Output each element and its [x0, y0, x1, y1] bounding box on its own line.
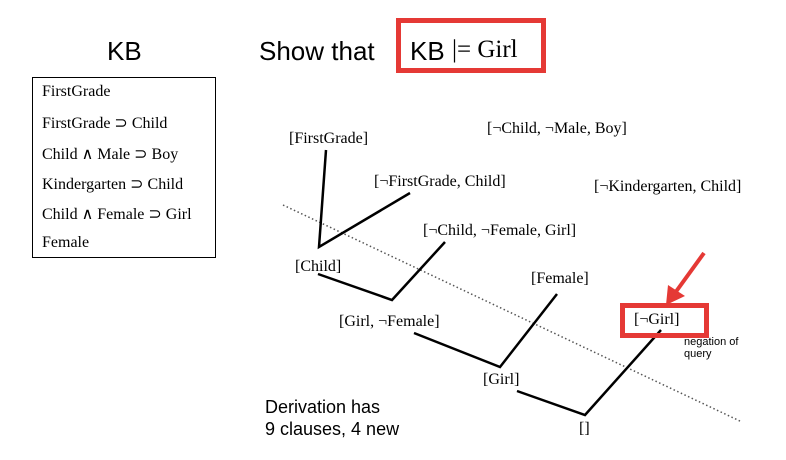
goal-entails-label: |= Girl: [452, 36, 518, 63]
show-that-label: Show that: [259, 36, 375, 66]
goal-kb-label: KB: [410, 36, 445, 66]
kb-clause: Female: [42, 234, 90, 251]
resolution-edge-girl: [413, 293, 558, 369]
kb-clause: Kindergarten ⊃ Child: [42, 176, 184, 193]
arrow-shaft: [673, 251, 706, 295]
kb-box: FirstGrade FirstGrade ⊃ Child Child ∧ Ma…: [32, 77, 216, 258]
derivation-line-2: 9 clauses, 4 new: [265, 419, 400, 439]
kb-title: KB: [107, 36, 142, 66]
resolution-edge-child: [317, 149, 411, 250]
dotted-separator-line: [282, 204, 743, 423]
negation-note: negation of query: [684, 336, 739, 360]
clause-first-grade: [FirstGrade]: [289, 130, 369, 147]
clause-girl: [Girl]: [483, 371, 520, 388]
arrow-head-icon: [666, 285, 685, 305]
clause-child: [Child]: [295, 258, 342, 275]
kb-clause: FirstGrade ⊃ Child: [42, 115, 168, 132]
clause-girl-not-female: [Girl, ¬Female]: [339, 313, 440, 330]
clause-empty: []: [579, 420, 590, 437]
clause-not-child-female-girl: [¬Child, ¬Female, Girl]: [423, 222, 577, 239]
clause-not-firstgrade-child: [¬FirstGrade, Child]: [374, 173, 506, 190]
clause-not-kindergarten-child: [¬Kindergarten, Child]: [594, 178, 742, 195]
clause-not-child-male-boy: [¬Child, ¬Male, Boy]: [487, 120, 627, 137]
derivation-note: Derivation has 9 clauses, 4 new: [265, 396, 399, 440]
derivation-line-1: Derivation has: [265, 397, 381, 417]
clause-female: [Female]: [531, 270, 589, 287]
query-highlight-box: [620, 303, 709, 338]
clause-not-girl: [¬Girl]: [634, 311, 680, 328]
resolution-edge-empty: [516, 329, 662, 417]
kb-clause: Child ∧ Female ⊃ Girl: [42, 206, 192, 223]
kb-clause: FirstGrade: [42, 83, 111, 100]
kb-clause: Child ∧ Male ⊃ Boy: [42, 146, 179, 163]
resolution-edge-girl-not-female: [317, 241, 446, 302]
goal-highlight-box: [396, 18, 546, 73]
